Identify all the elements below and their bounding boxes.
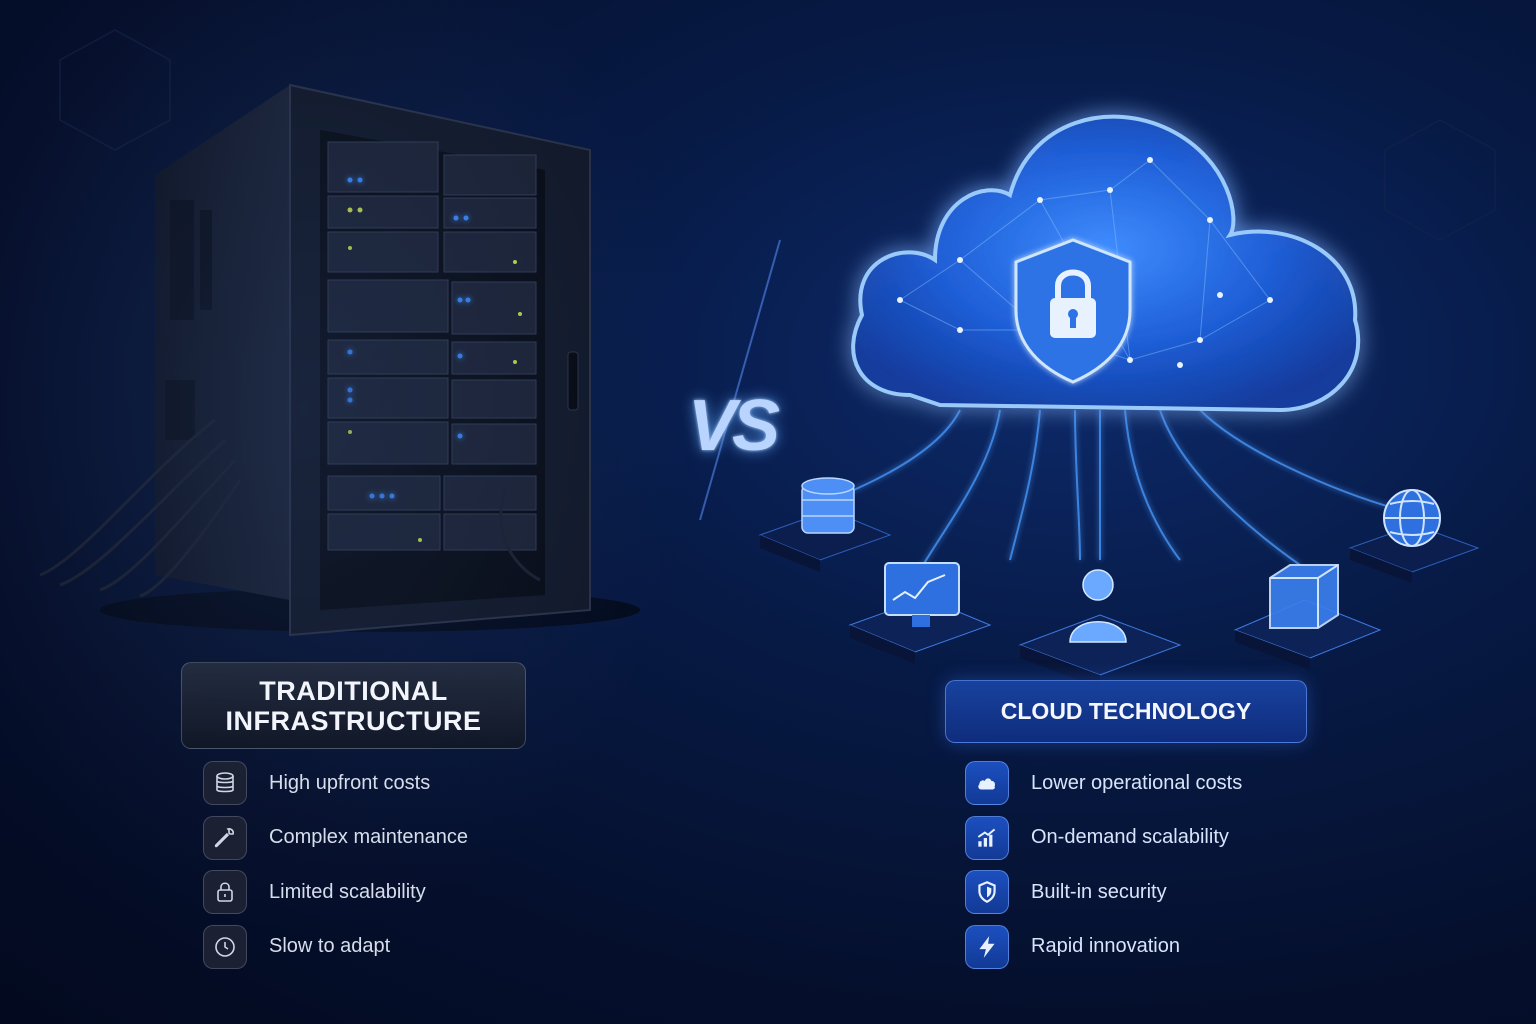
traditional-infrastructure-label: TRADITIONAL INFRASTRUCTURE: [181, 662, 526, 749]
growth-chart-icon: [965, 815, 1009, 860]
feature-text: Limited scalability: [269, 880, 426, 903]
feature-item: Built-in security: [965, 870, 1242, 914]
feature-item: Limited scalability: [203, 870, 468, 914]
traditional-title: TRADITIONAL INFRASTRUCTURE: [225, 675, 482, 736]
traditional-feature-list: High upfront costs Complex maintenance L…: [203, 761, 468, 979]
divider-line: [699, 239, 781, 521]
feature-text: Lower operational costs: [1031, 771, 1243, 794]
feature-item: On-demand scalability: [965, 815, 1242, 860]
globe-icon: [1383, 489, 1441, 547]
feature-text: Complex maintenance: [269, 826, 468, 848]
database-tile: [758, 477, 892, 572]
feature-item: Lower operational costs: [965, 761, 1242, 805]
server-rack: [39, 83, 640, 637]
cloud-technology-label: CLOUD TECHNOLOGY: [945, 680, 1307, 743]
feature-item: Rapid innovation: [965, 924, 1242, 969]
shield-lock-icon: [1014, 238, 1132, 384]
database-icon: [801, 477, 855, 534]
cube-icon: [1269, 564, 1339, 629]
cloud-icon: [965, 761, 1009, 805]
wrench-icon: [203, 815, 247, 860]
cloud-title: CLOUD TECHNOLOGY: [1000, 698, 1252, 724]
feature-text: Rapid innovation: [1031, 935, 1180, 957]
feature-item: Slow to adapt: [203, 924, 468, 969]
clock-icon: [203, 924, 247, 969]
hexagon-decoration: [59, 29, 1496, 241]
feature-item: High upfront costs: [203, 761, 468, 805]
database-icon: [203, 761, 247, 805]
user-icon: [1069, 569, 1127, 643]
server-units: [327, 141, 537, 551]
cube-tile: [1233, 564, 1382, 670]
service-tiles: [758, 477, 1480, 688]
user-tile: [1018, 569, 1182, 688]
lock-icon: [203, 870, 247, 914]
connection-lines: [829, 409, 1401, 571]
feature-text: On-demand scalability: [1031, 826, 1229, 848]
analytics-monitor-tile: [848, 562, 992, 664]
left-ambient-glow: [0, 0, 760, 1024]
feature-text: Slow to adapt: [269, 935, 391, 957]
feature-item: Complex maintenance: [203, 815, 468, 860]
feature-text: High upfront costs: [269, 771, 431, 794]
monitor-chart-icon: [884, 562, 960, 627]
vs-label: VS: [688, 386, 780, 466]
lightning-icon: [965, 924, 1009, 969]
cloud-feature-list: Lower operational costs On-demand scalab…: [965, 761, 1242, 979]
cables: [39, 418, 541, 598]
cloud-nodes: [897, 157, 1273, 368]
feature-text: Built-in security: [1031, 880, 1167, 903]
shield-icon: [965, 870, 1009, 914]
globe-tile: [1348, 489, 1480, 583]
